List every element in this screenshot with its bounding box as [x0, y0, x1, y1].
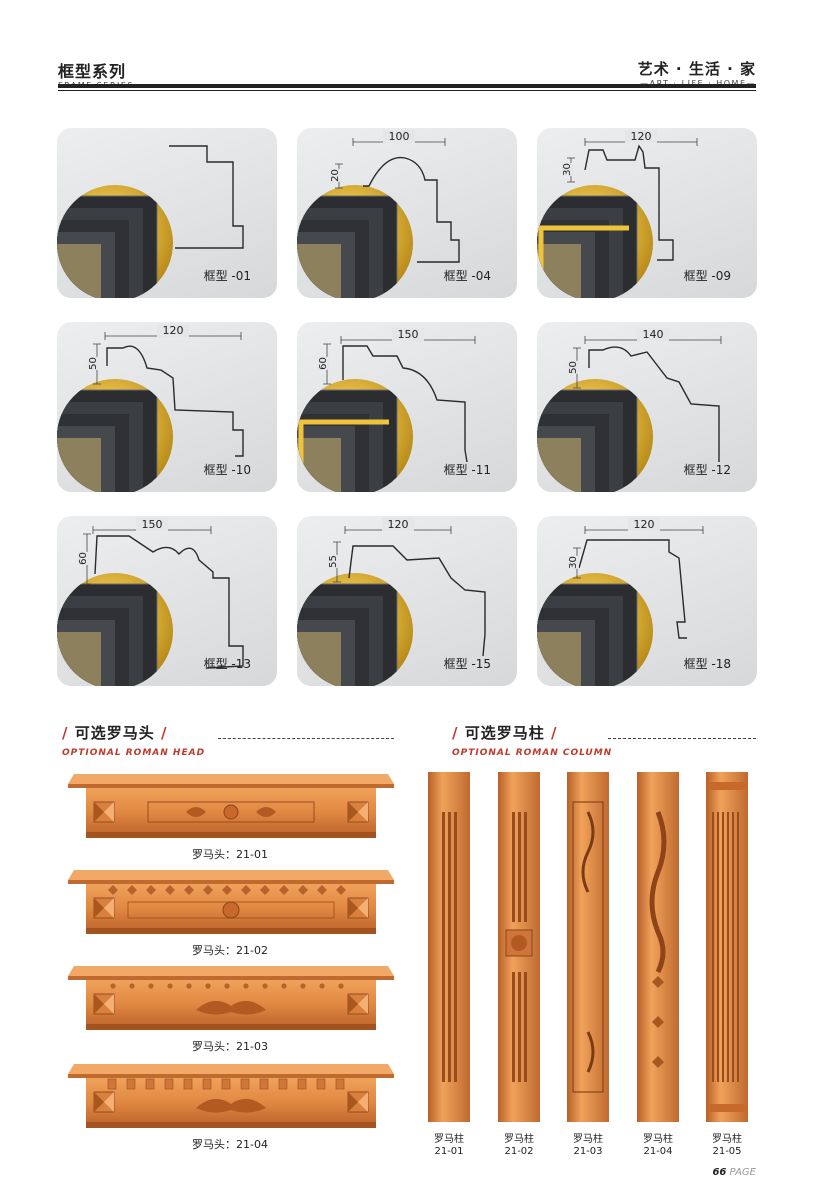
frame-label: 框型 -11 [443, 463, 491, 477]
column-code: 21-02 [504, 1146, 534, 1157]
roman-head-label: 罗马头：21-01 [192, 848, 268, 861]
roman-head-title-en: OPTIONAL ROMAN HEAD [62, 748, 206, 758]
width-dimension: 120 [628, 518, 660, 531]
roman-column-drawing [498, 772, 540, 1122]
slogan-en: —ART · LIFE · HOME— [638, 79, 756, 88]
roman-column-drawing [637, 772, 679, 1122]
column-name: 罗马柱 [712, 1134, 742, 1145]
roman-head-title: / 可选罗马头 / [62, 724, 168, 742]
frame-profile-drawing [537, 336, 722, 492]
page-number: 66 PAGE [712, 1167, 756, 1178]
frame-card: 140 50 框型 -12 [537, 322, 757, 492]
roman-column-title: / 可选罗马柱 / [452, 724, 558, 742]
slogan-cn: 艺术 · 生活 · 家 [637, 60, 756, 78]
width-dimension: 100 [383, 130, 415, 143]
roman-column-item [428, 772, 470, 1122]
column-name: 罗马柱 [434, 1134, 464, 1145]
roman-column-drawing [706, 772, 748, 1122]
frame-card: 120 30 框型 -09 [537, 128, 757, 298]
height-dimension: 50 [567, 361, 579, 374]
roman-column-item [706, 772, 748, 1122]
frame-card: 框型 -01 [57, 128, 277, 298]
roman-column-drawing [567, 772, 609, 1122]
roman-head-item [68, 1064, 394, 1128]
section-divider [608, 738, 756, 739]
frame-card: 120 55 框型 -15 [297, 516, 517, 686]
frame-label: 框型 -10 [203, 463, 251, 477]
roman-head-item [68, 870, 394, 934]
roman-head-drawing [68, 870, 394, 934]
frame-label: 框型 -15 [443, 657, 491, 671]
series-title: 框型系列 [58, 62, 127, 81]
width-dimension: 150 [392, 328, 424, 341]
width-dimension: 120 [382, 518, 414, 531]
column-code: 21-05 [712, 1146, 742, 1157]
roman-head-drawing [68, 1064, 394, 1128]
column-code: 21-01 [434, 1146, 464, 1157]
height-dimension: 55 [327, 555, 339, 568]
frame-card: 150 60 框型 -11 [297, 322, 517, 492]
frame-card: 120 30 框型 -18 [537, 516, 757, 686]
header-rule [58, 84, 756, 88]
frame-profile-drawing [297, 526, 486, 686]
section-divider [218, 738, 394, 739]
frame-profile-drawing [57, 145, 244, 298]
width-dimension: 120 [157, 324, 189, 337]
roman-head-drawing [68, 774, 394, 838]
frame-label: 框型 -09 [683, 269, 731, 283]
frame-profile-drawing [297, 138, 460, 298]
height-dimension: 50 [87, 357, 99, 370]
frame-label: 框型 -01 [203, 269, 251, 283]
frame-profile-drawing [57, 526, 244, 686]
roman-head-label: 罗马头：21-04 [192, 1138, 268, 1151]
column-code: 21-03 [573, 1146, 603, 1157]
roman-column-drawing [428, 772, 470, 1122]
roman-head-drawing [68, 966, 394, 1030]
frame-card: 120 50 框型 -10 [57, 322, 277, 492]
frame-label: 框型 -18 [683, 657, 731, 671]
frame-profile-drawing [57, 332, 244, 492]
frame-label: 框型 -12 [683, 463, 731, 477]
roman-head-label: 罗马头：21-02 [192, 944, 268, 957]
height-dimension: 20 [329, 169, 341, 182]
column-name: 罗马柱 [504, 1134, 534, 1145]
frame-profile-drawing [537, 138, 698, 298]
roman-head-label: 罗马头：21-03 [192, 1040, 268, 1053]
frame-profile-drawing [537, 526, 704, 686]
frame-card: 150 60 框型 -13 [57, 516, 277, 686]
roman-head-item [68, 774, 394, 838]
frame-label: 框型 -13 [203, 657, 251, 671]
roman-column-title-en: OPTIONAL ROMAN COLUMN [452, 748, 613, 758]
height-dimension: 60 [77, 552, 89, 565]
height-dimension: 30 [561, 163, 573, 176]
roman-column-item [498, 772, 540, 1122]
frame-card: 100 20 框型 -04 [297, 128, 517, 298]
width-dimension: 150 [136, 518, 168, 531]
frame-label: 框型 -04 [443, 269, 491, 283]
roman-head-item [68, 966, 394, 1030]
width-dimension: 140 [637, 328, 669, 341]
height-dimension: 60 [317, 357, 329, 370]
header-rule-thin [58, 90, 756, 91]
height-dimension: 30 [567, 556, 579, 569]
brand-slogan: 艺术 · 生活 · 家 —ART · LIFE · HOME— [638, 58, 756, 88]
roman-column-item [637, 772, 679, 1122]
roman-column-item [567, 772, 609, 1122]
column-code: 21-04 [643, 1146, 673, 1157]
column-name: 罗马柱 [643, 1134, 673, 1145]
frame-profile-drawing [297, 336, 476, 492]
column-name: 罗马柱 [573, 1134, 603, 1145]
width-dimension: 120 [625, 130, 657, 143]
